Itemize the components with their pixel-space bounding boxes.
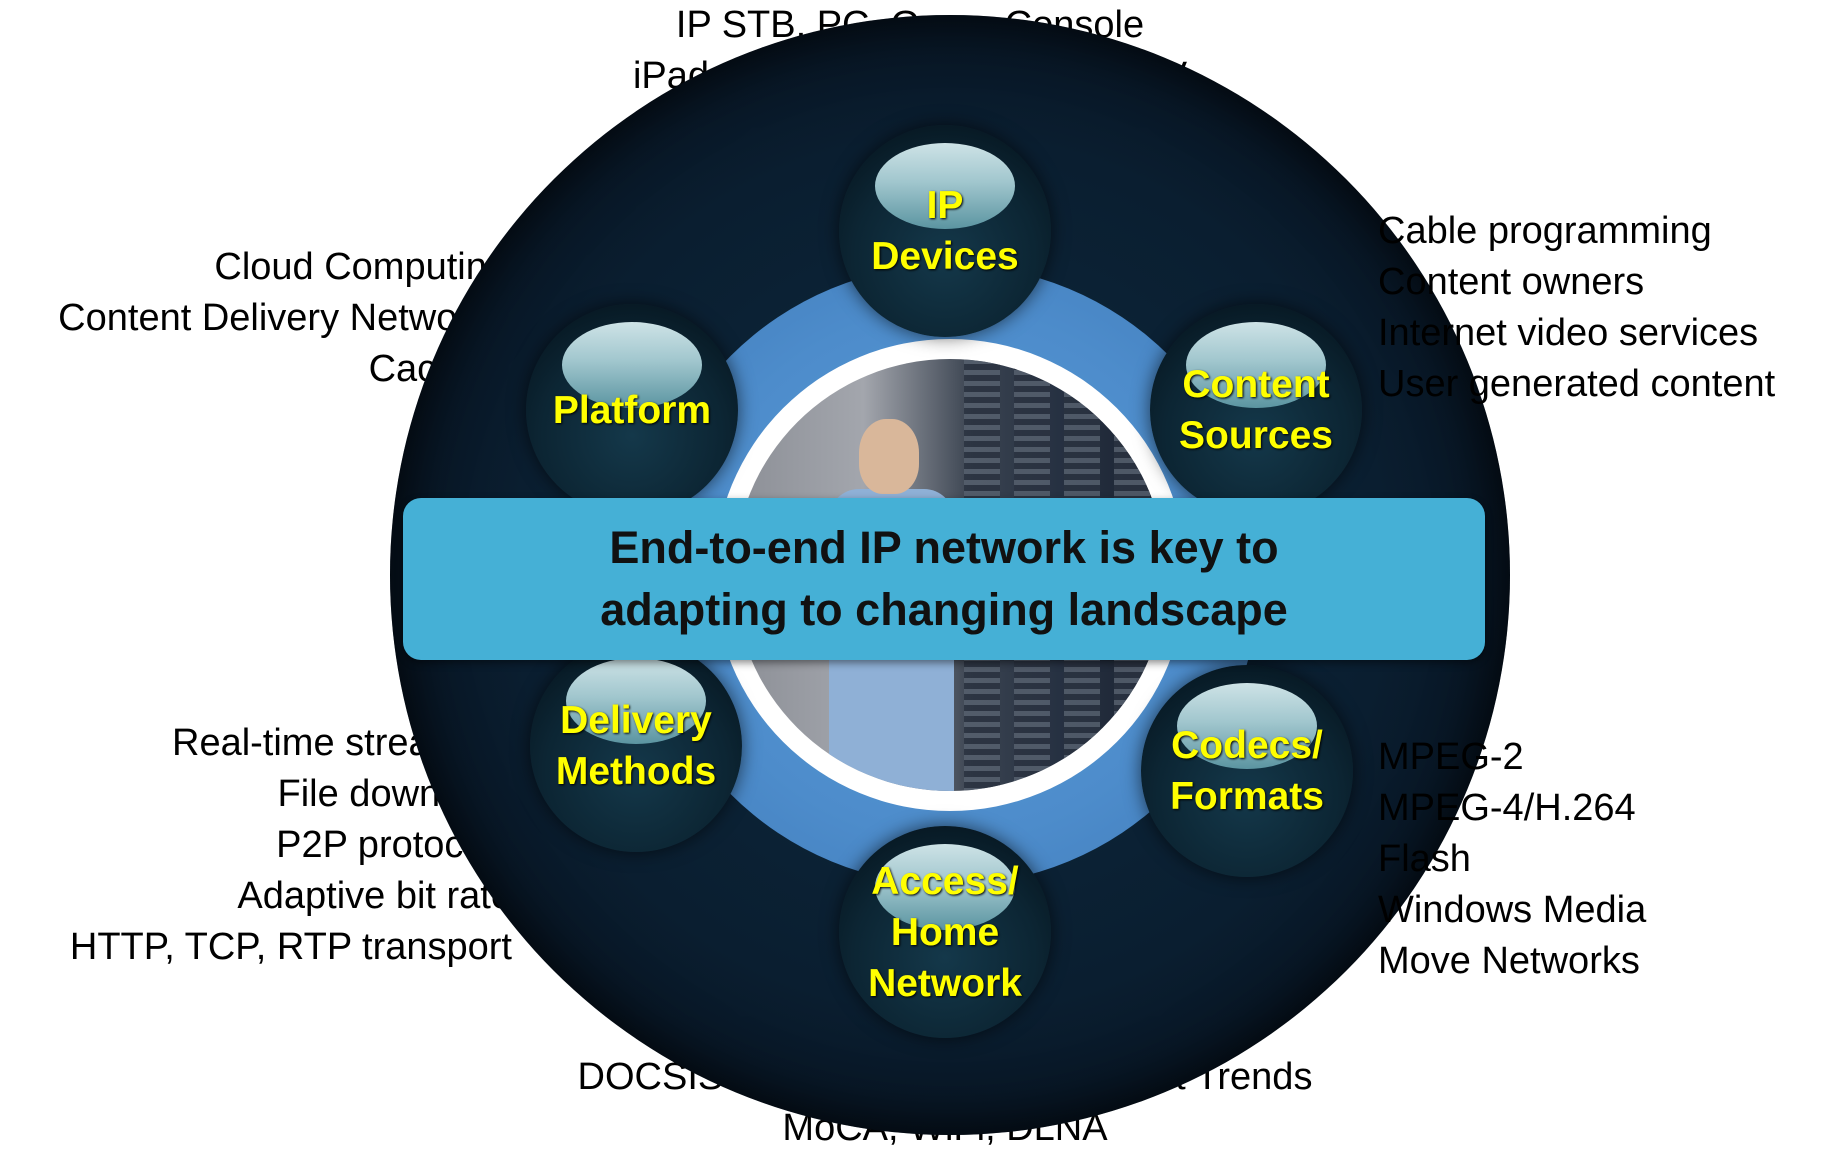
annotation-line: User generated content [1378, 363, 1776, 405]
node-label: Content Sources [1179, 363, 1333, 457]
node-access-home-network: Access/ Home Network [839, 826, 1051, 1038]
node-delivery-methods: Delivery Methods [530, 640, 742, 852]
annotation-line: Adaptive bit rate [237, 875, 512, 917]
annotation-line: Move Networks [1378, 940, 1640, 982]
center-message: End-to-end IP network is key to adapting… [600, 522, 1288, 635]
codecs-formats-annotation: MPEG-2 MPEG-4/H.264 Flash Windows Media … [1378, 732, 1646, 987]
annotation-line: Content Delivery Networks [58, 297, 508, 339]
annotation-line: MPEG-2 [1378, 736, 1524, 778]
node-label: Access/ Home Network [868, 859, 1022, 1005]
annotation-line: Cable programming [1378, 210, 1712, 252]
annotation-line: Windows Media [1378, 889, 1647, 931]
annotation-line: P2P protocols [276, 824, 512, 866]
center-message-banner: End-to-end IP network is key to adapting… [403, 498, 1485, 660]
annotation-line: Flash [1378, 838, 1471, 880]
node-label: Delivery Methods [555, 699, 717, 793]
node-label: IP Devices [871, 184, 1019, 278]
node-label: Platform [552, 388, 712, 432]
node-ip-devices: IP Devices [839, 125, 1051, 337]
node-platform: Platform [526, 304, 738, 516]
content-sources-annotation: Cable programming Content owners Interne… [1378, 206, 1775, 410]
node-label: Codecs/ Formats [1170, 724, 1324, 818]
annotation-line: Content owners [1378, 261, 1645, 303]
annotation-line: Internet video services [1378, 312, 1759, 354]
node-content-sources: Content Sources [1150, 304, 1362, 516]
annotation-line: MPEG-4/H.264 [1378, 787, 1636, 829]
person-head [859, 419, 919, 494]
annotation-line: HTTP, TCP, RTP transport [69, 926, 512, 968]
annotation-line: Cloud Computing [214, 246, 508, 288]
node-codecs-formats: Codecs/ Formats [1141, 665, 1353, 877]
